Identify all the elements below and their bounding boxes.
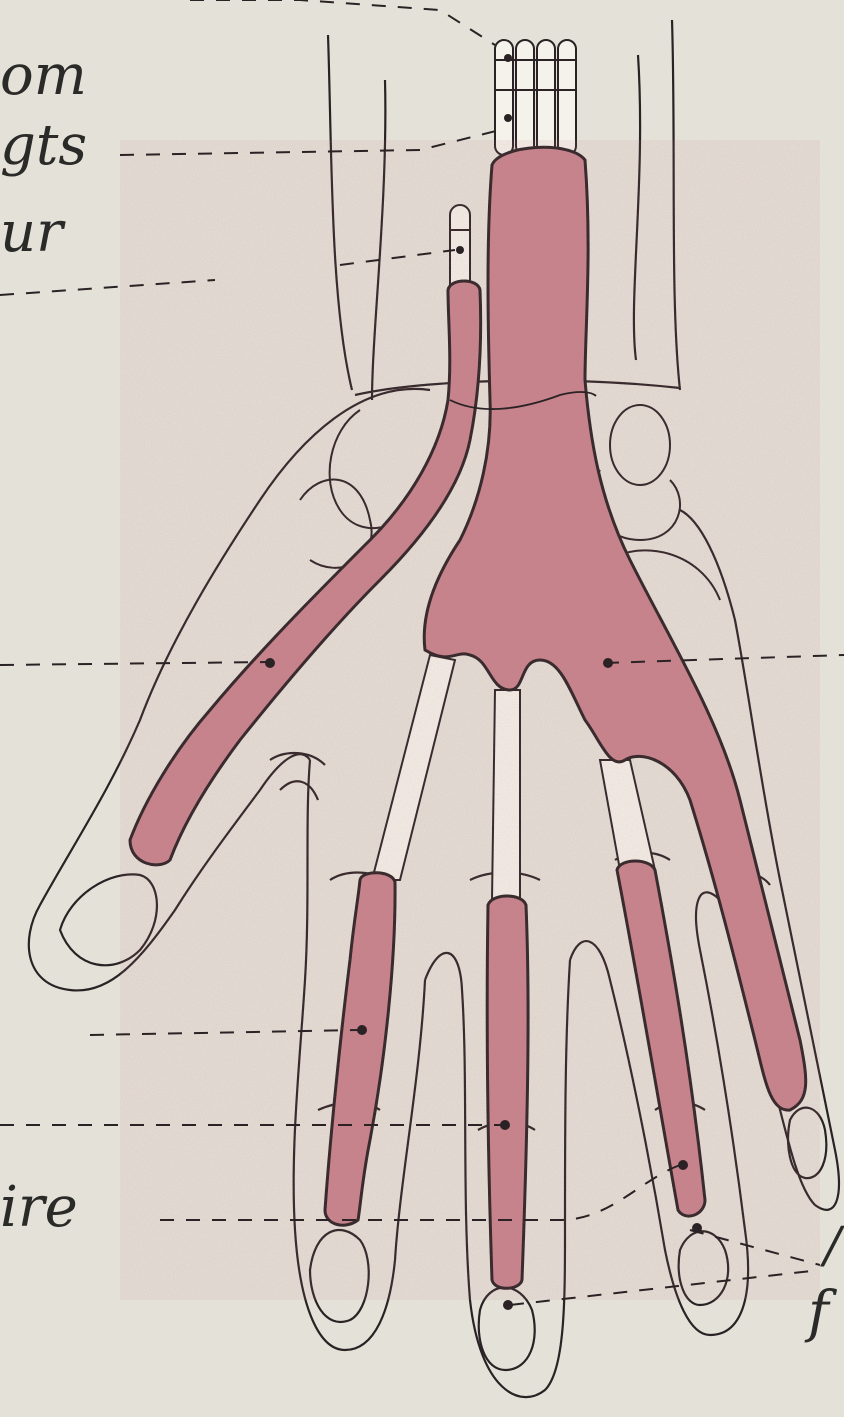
label-top-1: om	[0, 48, 87, 104]
label-top-3: ur	[0, 205, 63, 261]
label-top-2: gts	[0, 118, 87, 174]
label-right-1: /	[824, 1220, 841, 1270]
label-bottom: ire	[0, 1180, 78, 1236]
label-right-2: f	[808, 1285, 829, 1341]
